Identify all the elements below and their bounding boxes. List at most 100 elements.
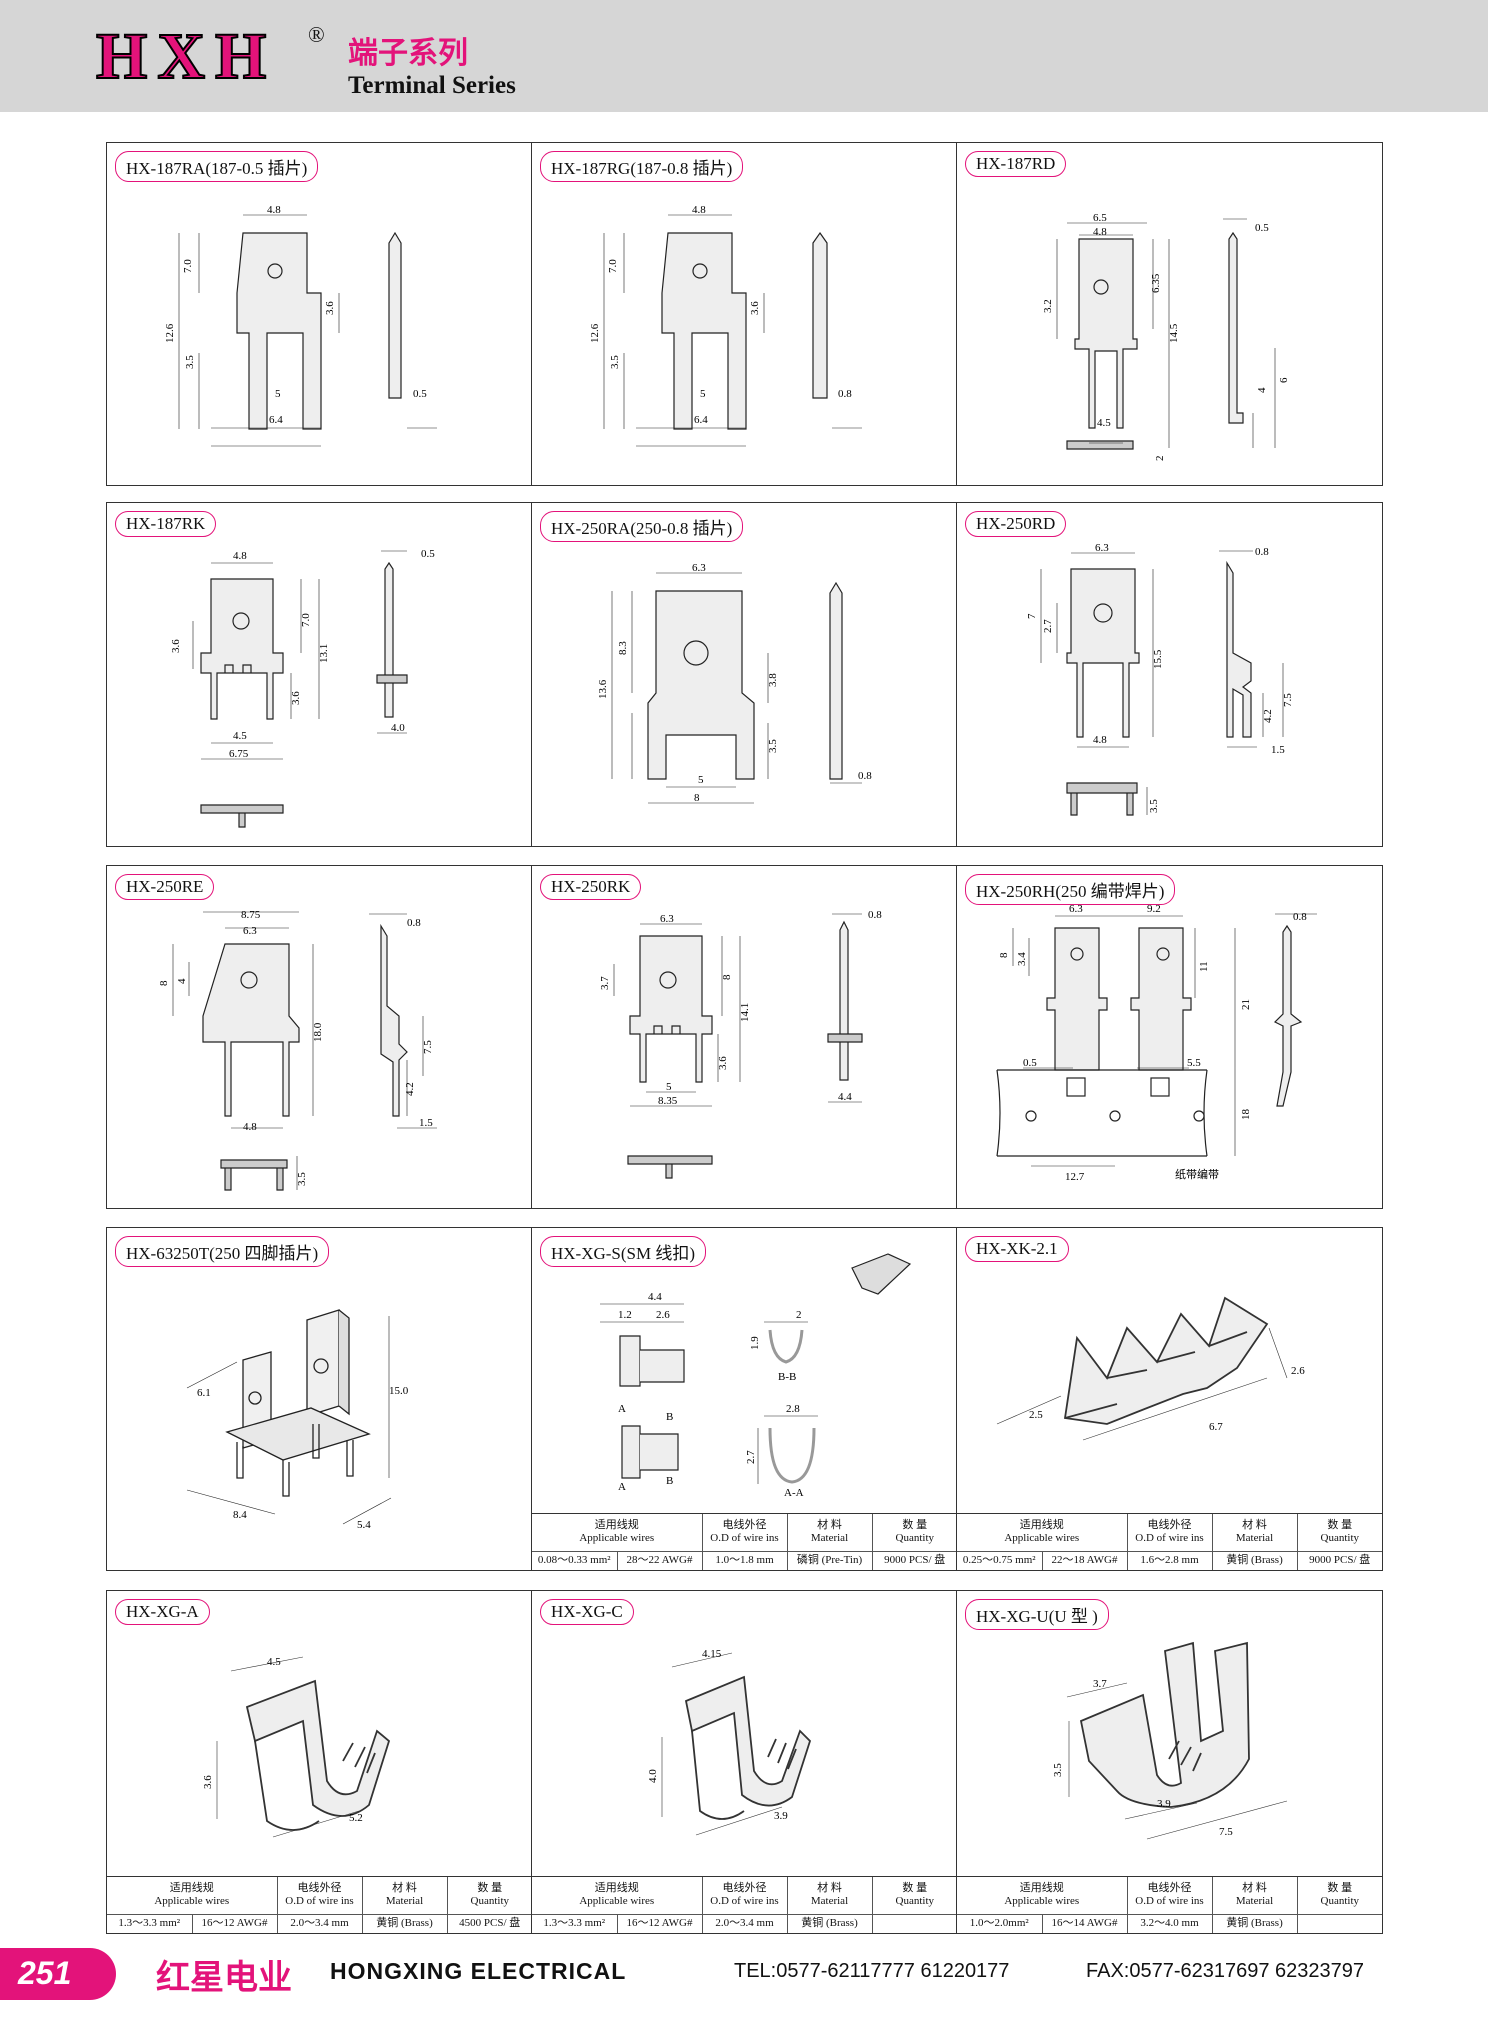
dim-label: 8 [694,792,700,804]
dim-label: 4.8 [267,204,281,216]
dim-label: 2 [1154,456,1166,462]
drawing-hx-187rg: 4.8 7.0 12.6 3.6 3.5 5 6.4 0.8 [589,204,862,447]
dim-label: 2.7 [745,1450,757,1464]
dim-label: 4 [176,978,188,984]
panel-label: HX-250RA(250-0.8 插片) [540,511,744,542]
spec-cell [1297,1913,1382,1933]
panel-label: HX-XK-2.1 [965,1236,1069,1262]
dim-label: 8.35 [658,1095,678,1107]
spec-cell: 0.25～0.75 mm² [957,1550,1043,1570]
spec-cell: 9000 PCS/ 盘 [872,1550,957,1570]
spec-cell: 3.2～4.0 mm [1127,1913,1213,1933]
dim-label: 4.0 [647,1769,659,1783]
series-title-en: Terminal Series [348,72,516,99]
dim-label: 4.0 [391,722,405,734]
dim-label: 12.6 [589,323,601,343]
panel-label: HX-250RH(250 编带焊片) [965,874,1176,905]
panel-label: HX-XG-U(U 型 ) [965,1599,1109,1630]
panel-label: HX-63250T(250 四脚插片) [115,1236,330,1267]
dim-label: 3.5 [184,355,196,369]
dim-label: 1.5 [419,1117,433,1129]
dim-label: 6.5 [1093,212,1107,224]
tape-note: 纸带编带 [1175,1167,1219,1181]
dim-label: 0.8 [1255,546,1269,558]
dim-label: 5 [700,388,706,400]
spec-cell: 16～12 AWG# [192,1913,278,1933]
dim-label: 3.5 [609,355,621,369]
dim-label: 3.6 [170,639,182,653]
panel-hx-187rk: HX-187RK 4.8 0.5 7.0 13.1 3.6 3.6 4.5 6.… [106,502,533,847]
drawing-hx-250rh: 6.3 9.2 0.8 8 3.4 11 21 0.5 5.5 18 12.7 … [996,903,1317,1183]
dim-label: 3.6 [290,691,302,705]
section-label: A [618,1403,626,1415]
dim-label: 5.4 [357,1519,371,1531]
dim-label: 6.4 [694,414,708,426]
spec-cell: 2.0～3.4 mm [277,1913,363,1933]
dim-label: 7.5 [422,1040,434,1054]
dim-label: 0.8 [868,909,882,921]
dim-label: 4.8 [1093,734,1107,746]
spec-cell: 1.6～2.8 mm [1127,1550,1213,1570]
spec-cell: 22～18 AWG# [1042,1550,1128,1570]
dim-label: 1.5 [1271,744,1285,756]
spec-cell: 1.3～3.3 mm² [532,1913,618,1933]
section-label: B [666,1475,673,1487]
dim-label: 2 [796,1309,802,1321]
panel-hx-187ra: HX-187RA(187-0.5 插片) 4.8 7.0 12.6 3.6 3.… [106,142,533,486]
dim-label: 6.3 [1095,542,1109,554]
dim-label: 8 [158,980,170,986]
panel-hx-63250t: HX-63250T(250 四脚插片) 6.1 15.0 8.4 5.4 [106,1227,533,1571]
page-number-tab [0,1948,116,2000]
dim-label: 4.4 [838,1091,852,1103]
dim-label: 6.3 [692,562,706,574]
dim-label: 3.5 [1148,799,1160,813]
dim-label: 5 [698,774,704,786]
dim-label: 2.5 [1029,1409,1043,1421]
dim-label: 6.1 [197,1387,211,1399]
dim-label: 3.7 [1093,1678,1107,1690]
hxh-logo: HXH [95,20,277,93]
spec-cell: 28～22 AWG# [617,1550,703,1570]
dim-label: 18 [1240,1109,1252,1121]
drawing-hx-250rk: 6.3 0.8 3.7 8 14.1 3.6 5 8.35 4.4 [599,909,882,1179]
dim-label: 12.7 [1065,1171,1085,1183]
panel-hx-250re: HX-250RE 8.75 6.3 0.8 8 4 18.0 7.5 4.2 4… [106,865,533,1209]
spec-cell: 1.0～1.8 mm [702,1550,788,1570]
dim-label: 6.75 [229,748,249,760]
dim-label: 4.4 [648,1291,662,1303]
section-label: A-A [784,1487,804,1499]
dim-label: 11 [1198,961,1210,972]
drawing-hx-187ra: 4.8 7.0 12.6 3.6 3.5 5 6.4 0.5 [164,204,437,447]
drawing-hx-63250t: 6.1 15.0 8.4 5.4 [186,1309,409,1531]
dim-label: 3.9 [1157,1798,1171,1810]
spec-cell: 16～12 AWG# [617,1913,703,1933]
dim-label: 1.2 [618,1309,632,1321]
dim-label: 0.5 [413,388,427,400]
drawing-hx-xk-2-1: 2.6 2.5 6.7 [996,1296,1305,1441]
dim-label: 3.6 [324,301,336,315]
dim-label: 3.6 [717,1056,729,1070]
dim-label: 8 [998,952,1010,958]
dim-label: 6.7 [1209,1421,1223,1433]
dim-label: 2.6 [1291,1365,1305,1377]
dim-label: 0.8 [858,770,872,782]
panel-label: HX-XG-A [115,1599,210,1625]
